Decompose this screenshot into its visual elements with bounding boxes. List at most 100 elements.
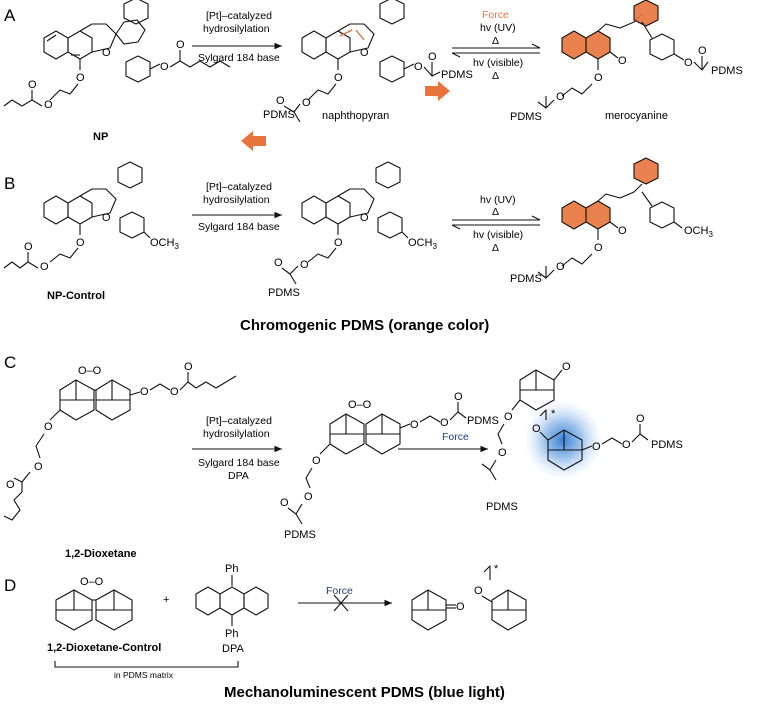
carbonyl-oxygen-2: O: [28, 79, 37, 91]
cond-a1: [Pt]–catalyzed: [206, 10, 272, 22]
och3-b2: OCH3: [408, 237, 437, 251]
panel-label-c: C: [4, 353, 16, 372]
delta-label-a1: Δ: [492, 35, 499, 47]
ether-oxygen-2: O: [44, 99, 53, 111]
dxc-oo: O–O: [80, 576, 104, 588]
adamantanone-product-d: O: [411, 589, 465, 631]
excited-star-c: *: [551, 408, 556, 420]
dxg-ether-oxygen-2: O: [312, 455, 321, 467]
adamantanone-oxygen: O: [562, 361, 571, 373]
meroc-ether-oxygen: O: [594, 242, 603, 254]
np-carbonyl-oxygen-2: O: [276, 95, 285, 107]
delta-label-b2: Δ: [492, 242, 499, 254]
ether-oxygen: O: [76, 72, 85, 84]
och3-b1: OCH3: [150, 237, 179, 251]
meroc-ether-oxygen-2: O: [556, 261, 565, 273]
dxg-carbonyl-oxygen-2: O: [280, 497, 289, 509]
npcg-ether-oxygen: O: [334, 237, 343, 249]
dxg-oo: O–O: [348, 399, 372, 411]
label-dpa: DPA: [222, 643, 244, 655]
dx-ester-oxygen-2: O: [34, 461, 43, 473]
plus-sign: +: [163, 594, 169, 606]
mero-ether-oxygen-2: O: [556, 91, 565, 103]
pdms-a-right: PDMS: [441, 69, 473, 81]
merocyanine-molecule: O O O O O: [537, 0, 709, 109]
dioxetane-oo: O–O: [78, 365, 102, 377]
excited-ketone-oxygen: O: [532, 423, 541, 435]
force-label-d: Force: [326, 585, 353, 597]
force-arrow-right: [425, 81, 450, 101]
pdms-c-excited-left: PDMS: [486, 501, 518, 513]
dxg-ether-oxygen: O: [410, 419, 419, 431]
cond-a3: Sylgard 184 base: [198, 52, 280, 64]
pdms-c-left: PDMS: [284, 529, 316, 541]
adamantanone-excited-molecule: O O O O O O O: [481, 361, 649, 481]
label-in-pdms-matrix: in PDMS matrix: [114, 670, 174, 680]
blue-glow: [523, 400, 603, 480]
cond-b1: [Pt]–catalyzed: [206, 181, 272, 193]
np-molecule: O O O O O O: [3, 0, 231, 111]
cond-a2: hydrosilylation: [203, 23, 270, 35]
np-carbonyl-oxygen: O: [428, 51, 437, 63]
cond-c3: Sylgard 184 base: [198, 457, 280, 469]
force-arrow-left: [241, 131, 266, 151]
label-merocyanine: merocyanine: [605, 110, 668, 122]
mero-ketone-oxygen: O: [618, 55, 627, 67]
np-ether-oxygen: O: [334, 72, 343, 84]
pdms-b-left: PDMS: [268, 287, 300, 299]
uv-label-b: hv (UV): [480, 194, 516, 206]
och3-b3: OCH3: [684, 225, 713, 239]
merocyanine-control-molecule: O O O: [537, 157, 683, 279]
pdms-c-excited-right: PDMS: [651, 439, 683, 451]
npcg-ether-oxygen-2: O: [300, 259, 309, 271]
ex-ester-oxygen-2: O: [622, 439, 631, 451]
dpa-ph-top: Ph: [225, 563, 238, 575]
pdms-a-left: PDMS: [263, 109, 295, 121]
npcg-carbonyl-oxygen: O: [274, 257, 283, 269]
np-ether-oxygen-2: O: [302, 97, 311, 109]
npc-ether-oxygen: O: [76, 237, 85, 249]
ex-ether-oxygen: O: [504, 411, 513, 423]
npcg-pyran-oxygen: O: [360, 212, 369, 224]
npc-carbonyl-oxygen: O: [24, 241, 33, 253]
uv-label-a: hv (UV): [480, 22, 516, 34]
dx-carbonyl-oxygen: O: [184, 361, 193, 373]
cond-b2: hydrosilylation: [203, 194, 270, 206]
force-label-a: Force: [482, 9, 509, 21]
pdms-mero-left: PDMS: [510, 111, 542, 123]
label-dioxetane: 1,2-Dioxetane: [65, 548, 137, 560]
dxg-carbonyl-oxygen: O: [454, 391, 463, 403]
dioxetane-molecule: O–O O O O O O O: [3, 361, 237, 521]
dioxetane-control-molecule: O–O: [55, 576, 133, 631]
ester-oxygen: O: [160, 61, 169, 73]
delta-label-b1: Δ: [492, 206, 499, 218]
npc-pyran-oxygen: O: [102, 212, 111, 224]
title-mechanoluminescent: Mechanoluminescent PDMS (blue light): [224, 684, 505, 701]
matrix-bracket: [54, 661, 239, 668]
dxg-ester-oxygen-2: O: [304, 491, 313, 503]
meroc-ketone-oxygen: O: [618, 225, 627, 237]
cond-c4: DPA: [228, 470, 249, 482]
mero-ester-oxygen: O: [684, 57, 693, 69]
adamantanone-excited-d-oxygen: O: [474, 585, 483, 597]
naphthopyran-molecule: O O O O O O: [276, 0, 441, 123]
label-np: NP: [93, 131, 108, 143]
np-control-molecule: O O O O: [3, 161, 151, 273]
ex-ester-oxygen: O: [498, 447, 507, 459]
cond-b3: Sylgard 184 base: [198, 221, 280, 233]
panel-label-d: D: [4, 576, 16, 595]
dx-ether-oxygen-2: O: [44, 421, 53, 433]
dx-carbonyl-oxygen-2: O: [6, 479, 15, 491]
vis-label-b: hv (visible): [473, 229, 523, 241]
dpa-ph-bottom: Ph: [225, 628, 238, 640]
panel-label-a: A: [4, 6, 16, 25]
vis-label-a: hv (visible): [473, 57, 523, 69]
pdms-c-right: PDMS: [467, 415, 499, 427]
dx-ester-oxygen: O: [170, 386, 179, 398]
label-np-control: NP-Control: [47, 290, 105, 302]
title-chromogenic: Chromogenic PDMS (orange color): [240, 317, 489, 334]
np-ester-oxygen: O: [414, 61, 423, 73]
ex-ether-oxygen-2: O: [592, 441, 601, 453]
dxg-ester-oxygen: O: [440, 417, 449, 429]
